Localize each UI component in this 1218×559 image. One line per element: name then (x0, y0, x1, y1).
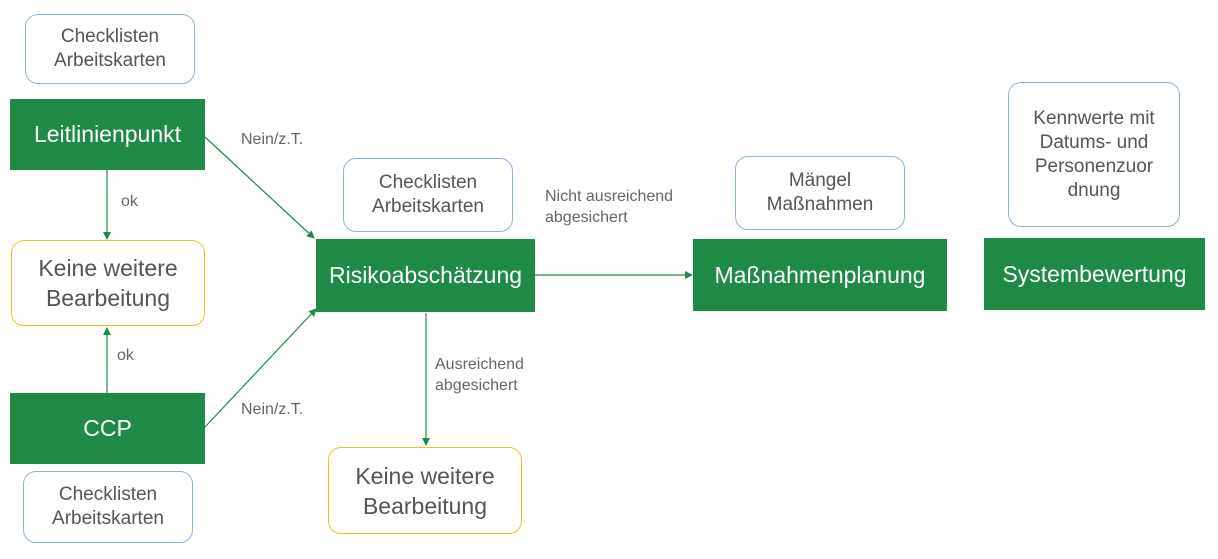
note-line: Mängel (788, 170, 852, 191)
edge-label-nein-top: Nein/z.T. (241, 129, 303, 150)
edge-label-nein-bottom: Nein/z.T. (241, 399, 303, 420)
node-label: Bearbeitung (45, 285, 171, 311)
edge-label-text: abgesichert (545, 209, 628, 226)
note-line: Checklisten (378, 172, 478, 193)
node-label: Maßnahmenplanung (714, 261, 926, 288)
node-label: Keine weitere (355, 462, 495, 489)
edge-label-text: ok (117, 347, 134, 364)
node-systembewertung: Systembewertung (984, 238, 1205, 310)
edge-label-text: abgesichert (435, 377, 518, 394)
edge-label-ok-top: ok (121, 191, 138, 212)
node-label: CCP (83, 415, 132, 441)
note-checklisten-middle: Checklisten Arbeitskarten (343, 158, 513, 232)
node-label: Keine weitere (38, 255, 178, 281)
note-checklisten-bottom: Checklisten Arbeitskarten (23, 471, 193, 543)
edge-label-ok-bottom: ok (117, 345, 134, 366)
node-keine-weitere-bearbeitung-bottom: Keine weitere Bearbeitung (328, 447, 522, 534)
node-label: Systembewertung (1002, 260, 1187, 287)
note-line: dnung (1067, 179, 1121, 201)
note-line: Arbeitskarten (54, 50, 166, 71)
edge-label-text: Nein/z.T. (241, 401, 304, 418)
node-label: Risikoabschätzung (328, 262, 523, 288)
node-keine-weitere-bearbeitung-left: Keine weitere Bearbeitung (11, 240, 205, 326)
edge-label-text: ok (121, 193, 138, 210)
note-kennwerte: Kennwerte mit Datums- und Personenzuor d… (1008, 82, 1180, 227)
node-label: Bearbeitung (362, 492, 488, 519)
edge-label-text: Ausreichend (435, 356, 524, 373)
note-line: Arbeitskarten (52, 508, 164, 529)
note-line: Maßnahmen (766, 194, 874, 215)
note-line: Arbeitskarten (372, 196, 484, 217)
edge-label-nicht-ausreichend: Nicht ausreichend abgesichert (545, 186, 673, 228)
note-line: Checklisten (60, 26, 160, 47)
arrow-ccp-to-risikoabschaetzung (204, 308, 317, 428)
node-massnahmenplanung: Maßnahmenplanung (693, 239, 947, 311)
note-maengel-massnahmen: Mängel Maßnahmen (735, 156, 905, 230)
note-line: Kennwerte mit (1033, 107, 1155, 129)
node-risikoabschaetzung: Risikoabschätzung (316, 239, 535, 312)
arrow-leitlinienpunkt-to-risikoabschaetzung (204, 136, 315, 239)
note-line: Personenzuor (1034, 155, 1154, 177)
node-leitlinienpunkt: Leitlinienpunkt (10, 99, 205, 170)
node-label: Leitlinienpunkt (33, 121, 182, 147)
note-checklisten-top: Checklisten Arbeitskarten (25, 14, 195, 84)
edge-label-text: Nicht ausreichend (545, 188, 674, 205)
edge-label-ausreichend: Ausreichend abgesichert (435, 354, 524, 396)
note-line: Checklisten (58, 484, 158, 505)
node-ccp: CCP (10, 393, 205, 464)
note-line: Datums- und (1039, 131, 1149, 153)
edge-label-text: Nein/z.T. (241, 131, 304, 148)
